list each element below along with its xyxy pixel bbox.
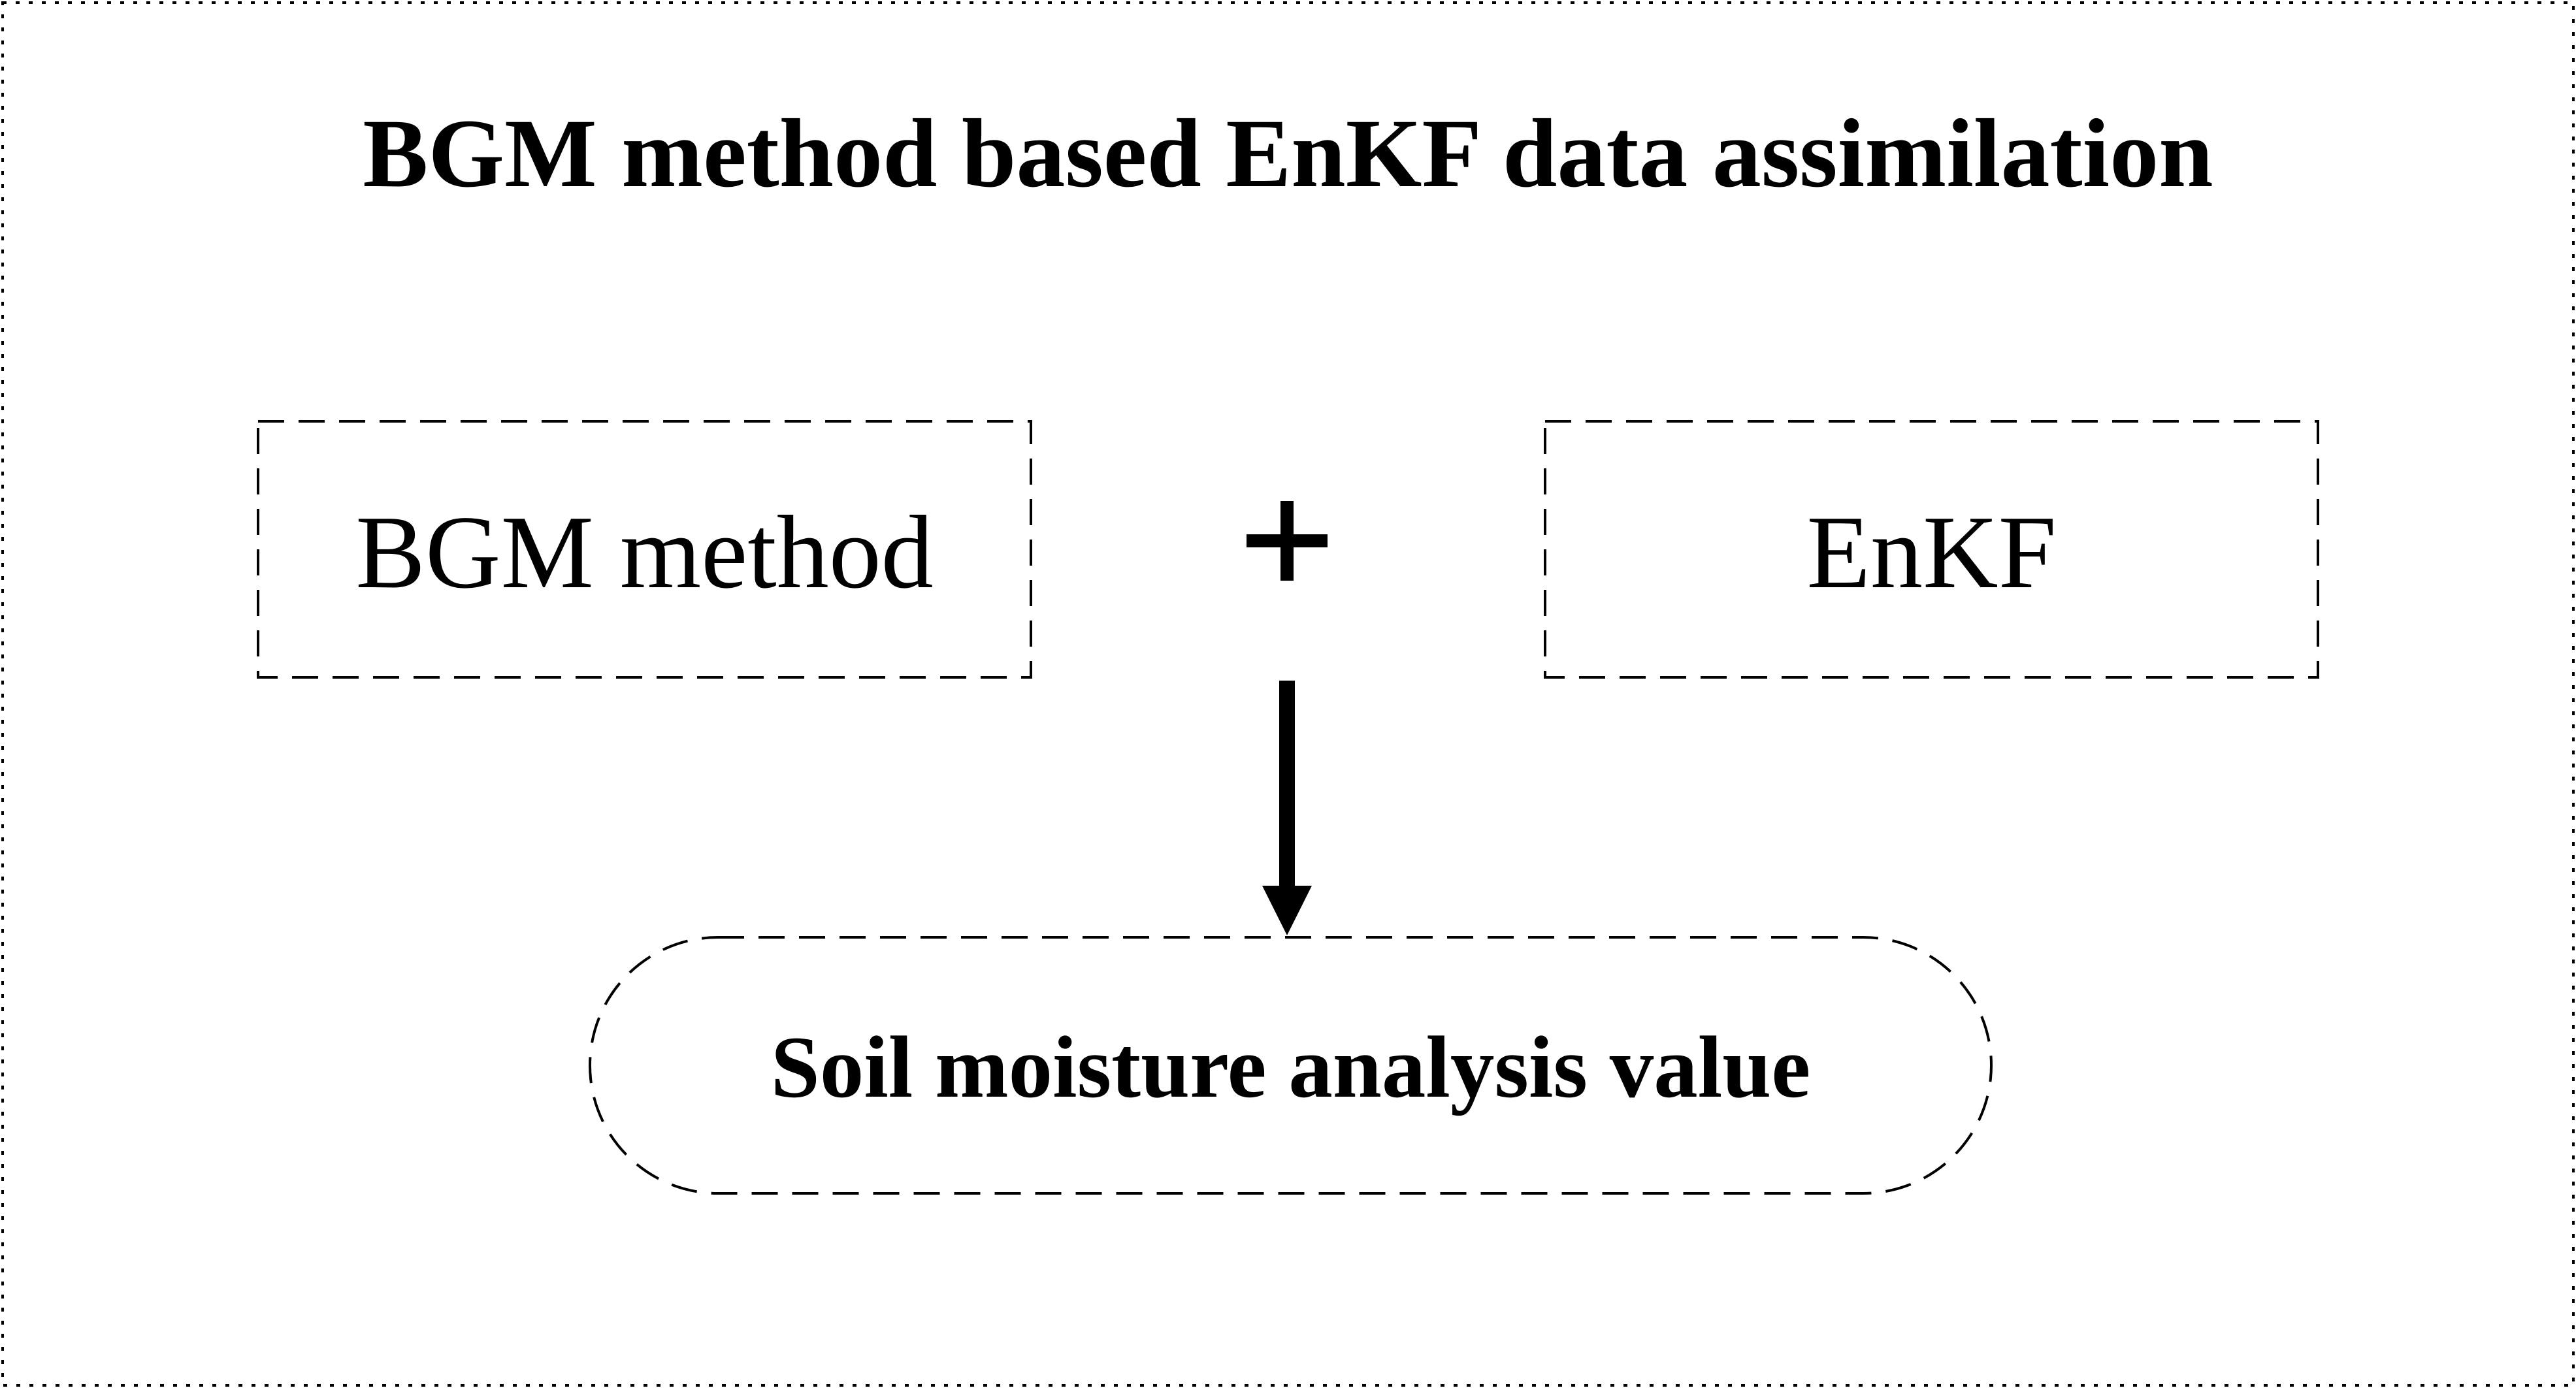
result-border bbox=[589, 936, 1993, 1195]
bgm-method-label: BGM method bbox=[355, 494, 934, 610]
diagram-title: BGM method based EnKF data assimilation bbox=[363, 99, 2213, 208]
enkf-label: EnKF bbox=[1806, 494, 2057, 610]
soil-moisture-result-label: Soil moisture analysis value bbox=[770, 1019, 1811, 1116]
arrow-down-icon bbox=[1262, 681, 1312, 935]
plus-icon bbox=[1247, 501, 1328, 581]
box-left-border bbox=[257, 420, 1032, 679]
box-right-border bbox=[1544, 420, 2319, 679]
